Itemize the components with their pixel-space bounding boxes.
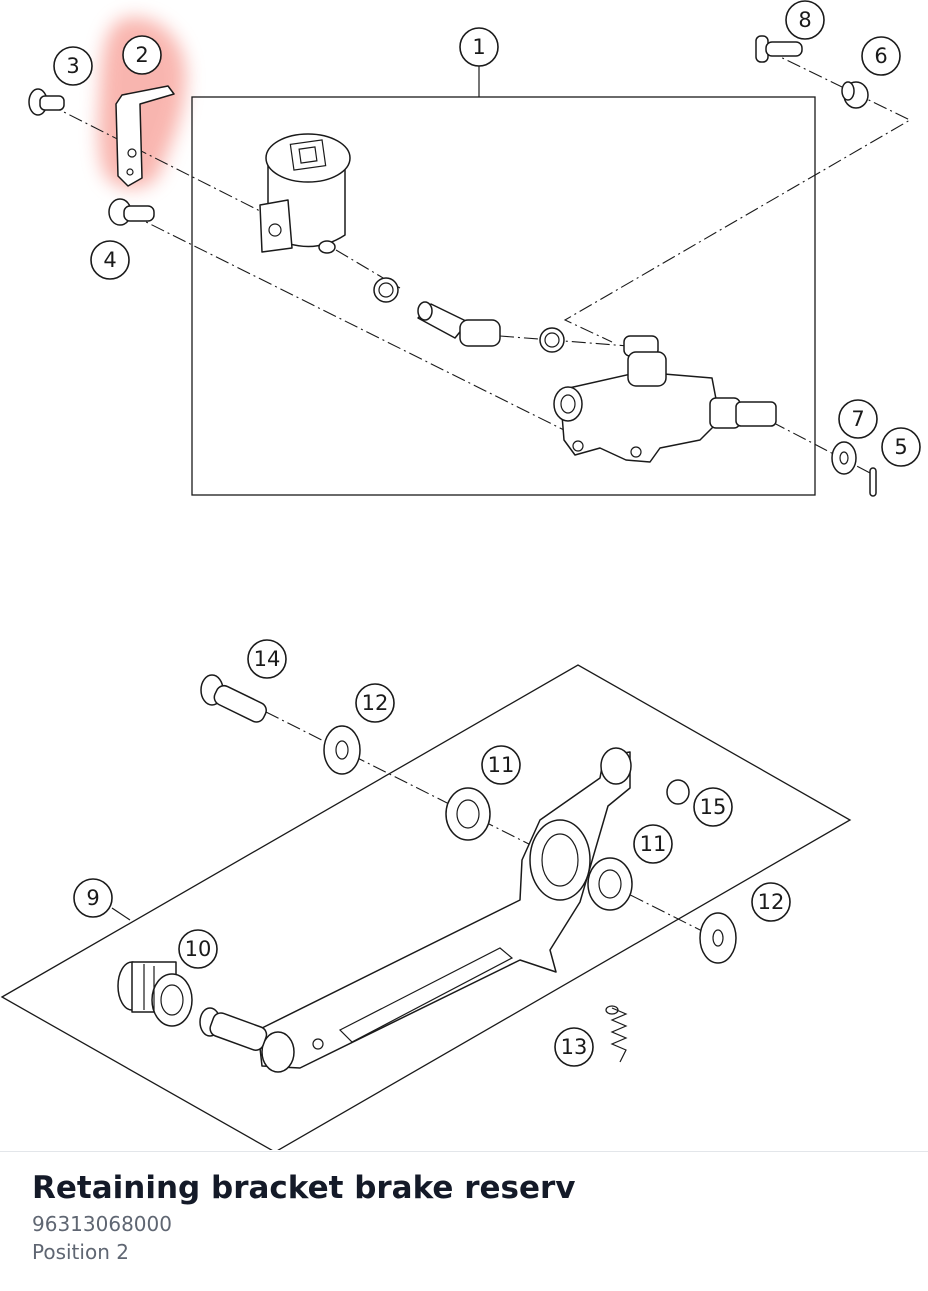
svg-text:3: 3 <box>66 54 79 78</box>
callout-2[interactable]: 2 <box>122 35 162 75</box>
callout-11-lower[interactable]: 11 <box>633 824 673 864</box>
assembly-axis-lines <box>47 49 912 475</box>
part-number: 96313068000 <box>32 1212 172 1236</box>
part-11-bearing-upper[interactable] <box>445 787 491 841</box>
part-7-washer[interactable] <box>831 441 857 475</box>
svg-text:13: 13 <box>561 1035 588 1059</box>
callout-6[interactable]: 6 <box>861 36 901 76</box>
svg-text:8: 8 <box>798 8 811 32</box>
part-12-washer-lower[interactable] <box>699 912 737 964</box>
callout-3[interactable]: 3 <box>53 46 93 86</box>
callout-8[interactable]: 8 <box>785 0 825 40</box>
part-15-bushing[interactable] <box>666 779 690 805</box>
callout-11-upper[interactable]: 11 <box>481 745 521 785</box>
callout-12-lower[interactable]: 12 <box>751 882 791 922</box>
pedal-pin[interactable] <box>199 1007 269 1052</box>
part-5-pin[interactable] <box>869 467 877 497</box>
callout-9[interactable]: 9 <box>73 878 113 918</box>
svg-text:2: 2 <box>135 43 148 67</box>
callout-1[interactable]: 1 <box>459 27 499 67</box>
part-title: Retaining bracket brake reserv <box>32 1170 576 1206</box>
svg-text:14: 14 <box>254 647 281 671</box>
part-11-bearing-lower[interactable] <box>587 857 633 911</box>
callout-14[interactable]: 14 <box>247 639 287 679</box>
part-3-screw[interactable] <box>28 88 65 116</box>
callout-10[interactable]: 10 <box>178 929 218 969</box>
callout-4[interactable]: 4 <box>90 240 130 280</box>
assembly-frame-9 <box>0 664 852 1150</box>
svg-text:4: 4 <box>103 248 116 272</box>
brake-master-cylinder[interactable] <box>553 351 777 463</box>
svg-text:7: 7 <box>851 407 864 431</box>
part-12-washer-upper[interactable] <box>323 725 361 775</box>
part-8-bolt[interactable] <box>755 35 803 63</box>
part-14-bolt[interactable] <box>200 674 269 725</box>
svg-text:12: 12 <box>758 890 785 914</box>
svg-text:10: 10 <box>185 937 212 961</box>
part-4-bolt[interactable] <box>108 198 155 226</box>
assembly-frame-1 <box>191 96 816 496</box>
svg-text:1: 1 <box>472 35 485 59</box>
part-info-panel: Retaining bracket brake reserv 963130680… <box>0 1151 928 1291</box>
svg-text:5: 5 <box>894 435 907 459</box>
svg-text:11: 11 <box>640 832 667 856</box>
svg-text:12: 12 <box>362 691 389 715</box>
brake-pedal[interactable] <box>257 747 632 1073</box>
part-6-sleeve[interactable] <box>841 81 869 109</box>
callout-12-upper[interactable]: 12 <box>355 683 395 723</box>
callout-13[interactable]: 13 <box>554 1027 594 1067</box>
hose-clamp[interactable] <box>373 277 565 353</box>
brake-hose[interactable] <box>417 301 659 357</box>
brake-reservoir[interactable] <box>259 133 351 254</box>
svg-text:9: 9 <box>86 886 99 910</box>
part-10-bushing[interactable] <box>117 961 193 1027</box>
svg-text:6: 6 <box>874 44 887 68</box>
callout-7[interactable]: 7 <box>838 399 878 439</box>
svg-text:15: 15 <box>700 795 727 819</box>
callout-5[interactable]: 5 <box>881 427 921 467</box>
svg-text:11: 11 <box>488 753 515 777</box>
part-position: Position 2 <box>32 1240 129 1264</box>
parts-diagram: 1 2 3 4 5 6 7 8 9 10 11 11 12 12 13 14 1… <box>0 0 921 1150</box>
part-2-bracket[interactable] <box>115 85 175 187</box>
callout-15[interactable]: 15 <box>693 787 733 827</box>
part-13-spring[interactable] <box>605 1005 628 1063</box>
